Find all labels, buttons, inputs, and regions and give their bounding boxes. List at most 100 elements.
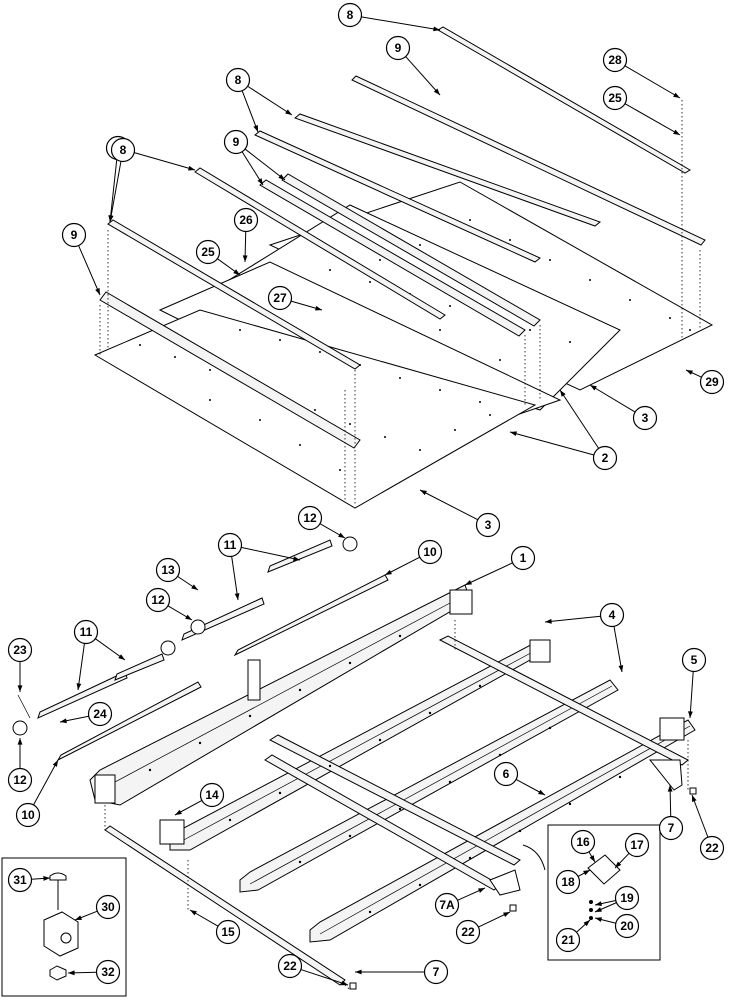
shaft-11-mid: [181, 597, 265, 641]
callout-circle-24: [87, 701, 113, 727]
callout-label-11: 11: [224, 538, 237, 552]
leader-line-2: [559, 389, 600, 449]
callout-label-10: 10: [21, 808, 35, 822]
leader-arrow-21: [583, 920, 590, 927]
leader-arrow-19: [595, 907, 602, 912]
callout-label-13: 13: [161, 563, 175, 577]
leader-arrow-7A: [478, 888, 485, 893]
callout-circle-18: [555, 869, 581, 895]
callout-label-29: 29: [705, 375, 719, 389]
strip-8-b: [293, 113, 602, 227]
callout-label-12: 12: [13, 773, 27, 787]
callout-circle-3: [475, 512, 501, 538]
callout-label-16: 16: [576, 835, 590, 849]
callout-circle-22: [699, 835, 725, 861]
callout-circle-7: [658, 815, 684, 841]
callout-label-2: 2: [602, 451, 609, 465]
bolt-31: [49, 872, 67, 881]
bracket-front-left: [94, 774, 116, 804]
strip-8-d: [194, 167, 446, 320]
leader-arrow-22: [341, 980, 348, 986]
cap-22-c: [349, 982, 357, 990]
leader-arrow-18: [583, 870, 590, 876]
callout-circle-2: [592, 445, 618, 471]
leader-line-5: [689, 671, 694, 719]
callout-label-9: 9: [71, 228, 78, 242]
leader-arrow-8: [285, 109, 292, 115]
callout-label-31: 31: [13, 873, 27, 887]
callout-circle-12: [7, 767, 33, 793]
leader-arrow-15: [190, 910, 197, 916]
leader-line-3: [589, 384, 636, 413]
sprocket-12-left: [12, 720, 28, 736]
leader-arrow-25: [673, 129, 680, 135]
clamp-30: [43, 911, 79, 957]
leader-arrow-2: [560, 390, 566, 397]
inset-bracket: [587, 854, 621, 885]
leader-arrow-3: [420, 490, 427, 496]
leader-arrow-10: [385, 569, 392, 575]
leader-arrow-9: [278, 174, 285, 180]
callout-label-5: 5: [691, 653, 698, 667]
callout-label-8: 8: [235, 73, 242, 87]
callout-circle-7: [423, 959, 449, 985]
callout-label-27: 27: [273, 291, 287, 305]
inset-bracket-detail: [547, 824, 661, 961]
callout-circle-7A: [434, 892, 460, 918]
leader-arrow-27: [315, 305, 322, 311]
leader-arrow-8: [188, 165, 195, 171]
cap-22-a: [689, 787, 697, 795]
callout-circle-10: [417, 539, 443, 565]
bracket-rear-5: [659, 717, 685, 741]
callout-label-8: 8: [347, 8, 354, 22]
callout-circle-22: [277, 953, 303, 979]
callout-label-21: 21: [561, 933, 575, 947]
sprocket-12-mid: [190, 619, 206, 635]
strip-8-a: [437, 26, 691, 174]
callout-circle-19: [614, 885, 640, 911]
callout-label-4: 4: [609, 608, 616, 622]
strip-8-c: [254, 130, 541, 263]
leader-arrow-7: [355, 969, 362, 975]
callout-circle-12: [145, 587, 171, 613]
callout-circle-6: [493, 761, 519, 787]
leader-line-22: [691, 794, 709, 838]
leader-arrow-28: [673, 92, 680, 98]
callout-label-17: 17: [630, 838, 644, 852]
strip-9-a: [351, 75, 706, 246]
callout-circle-10: [15, 802, 41, 828]
leader-arrow-24: [60, 718, 67, 724]
leader-arrow-10: [52, 760, 58, 767]
sprocket-12-top: [342, 536, 358, 552]
leader-arrow-11: [293, 556, 300, 561]
leader-arrow-16: [589, 855, 595, 862]
bracket-rear-4: [529, 639, 551, 663]
sprocket-12-mid-b: [160, 640, 176, 656]
callout-circle-9: [223, 129, 249, 155]
callout-label-22: 22: [283, 959, 297, 973]
cleats-and-strips: [99, 26, 706, 449]
leader-arrow-5: [688, 711, 693, 718]
leader-line-11: [231, 556, 239, 601]
callout-label-26: 26: [239, 213, 253, 227]
leader-arrow-26: [242, 255, 248, 262]
callout-circle-9: [385, 35, 411, 61]
rail-holes: [148, 634, 622, 914]
leader-line-3: [419, 489, 479, 521]
leader-arrow-31: [43, 876, 50, 881]
cross-member-7: [104, 825, 346, 986]
leader-line-9: [405, 56, 441, 96]
leader-arrow-3: [590, 385, 597, 391]
callout-circle-21: [555, 927, 581, 953]
leader-line-4: [544, 615, 601, 623]
callout-circle-12: [297, 505, 323, 531]
leader-line-2: [509, 431, 595, 456]
leader-line-22: [300, 969, 349, 986]
callout-circle-23: [7, 637, 33, 663]
callout-label-25: 25: [608, 91, 622, 105]
callout-circle-11: [73, 619, 99, 645]
callout-label-25: 25: [201, 245, 215, 259]
leader-arrow-19: [595, 901, 602, 906]
shaft-11-lower-b: [114, 653, 165, 681]
nut-32: [49, 965, 67, 981]
